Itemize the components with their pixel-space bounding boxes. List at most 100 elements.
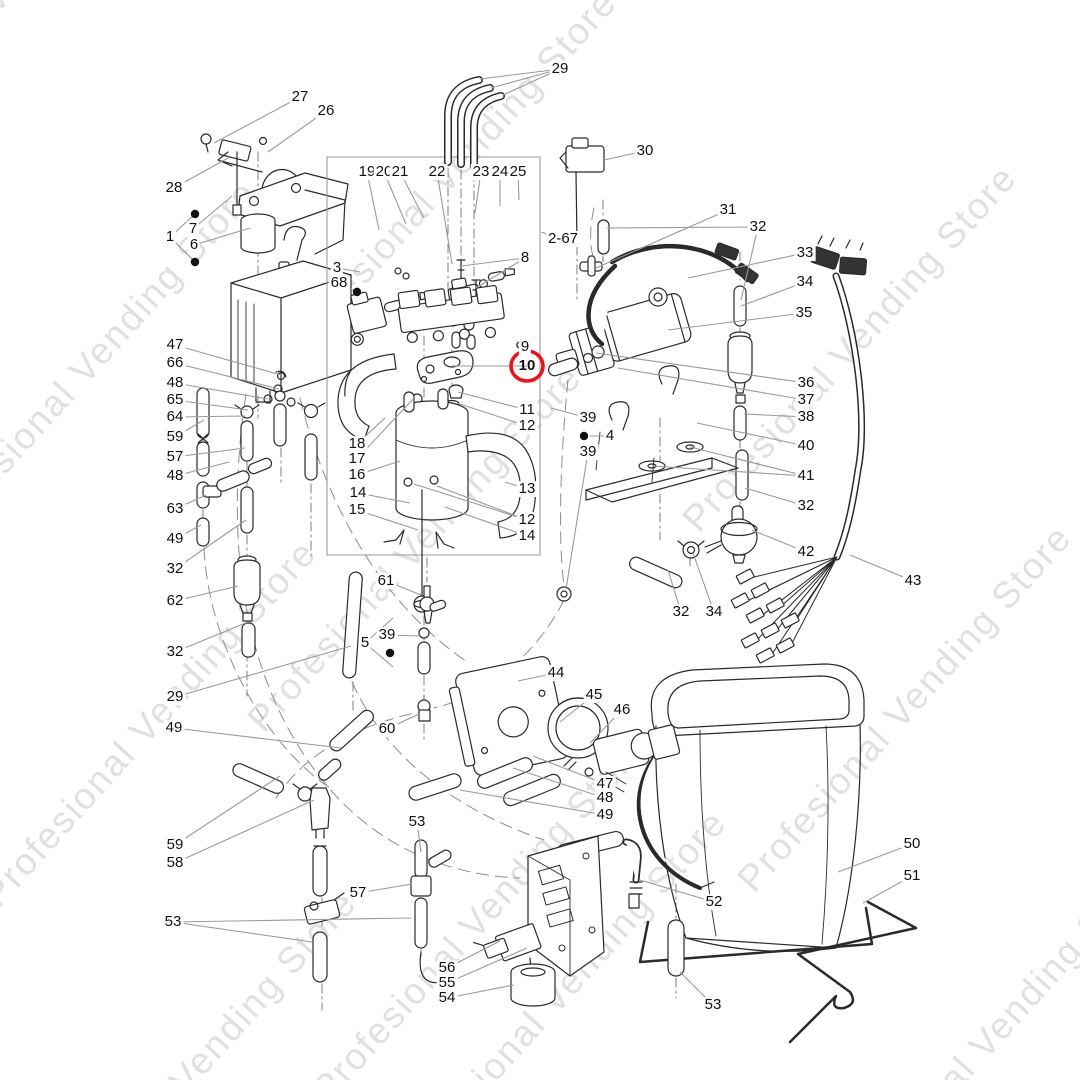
leader-line-53 — [416, 821, 422, 853]
leader-line-41 — [651, 465, 807, 477]
thermostat — [559, 137, 605, 244]
bullet-marker — [352, 287, 362, 297]
leader-line-59 — [174, 419, 205, 438]
silicone-tubes — [444, 76, 505, 171]
leader-line-5 — [364, 617, 394, 644]
leader-line-39 — [565, 451, 589, 590]
injector-column — [417, 585, 447, 722]
leader-line-13 — [504, 481, 528, 490]
leader-line-3 — [336, 267, 361, 273]
bracket-assembly — [200, 133, 268, 173]
bullet-marker — [190, 257, 200, 267]
leader-line-12 — [456, 402, 528, 427]
tube-53 — [667, 919, 685, 977]
level-switch — [473, 923, 556, 1007]
leader-line-51 — [862, 875, 913, 904]
leader-line-1 — [169, 213, 196, 238]
leader-line-66 — [174, 362, 280, 390]
leader-line-54 — [446, 984, 515, 999]
leader-line-34 — [692, 552, 715, 613]
leader-line-6 — [193, 227, 251, 246]
leader-line-47 — [174, 344, 282, 376]
leader-line-32 — [667, 569, 682, 613]
leader-line-31 — [595, 209, 729, 269]
leader-line-42 — [751, 529, 807, 553]
leader-line-12 — [413, 483, 528, 521]
leader-line-57 — [174, 447, 246, 458]
bucket — [636, 663, 865, 952]
bottom-tubes — [408, 757, 643, 909]
leader-line-35 — [667, 312, 805, 331]
leader-line-15 — [356, 509, 419, 531]
leader-line-18 — [356, 417, 386, 445]
leader-line-48 — [512, 767, 606, 799]
leader-line-2-67 — [540, 231, 564, 240]
leader-line-20 — [383, 171, 407, 225]
leader-line-41 — [689, 446, 807, 477]
leader-line-16 — [356, 460, 401, 476]
leader-line-30 — [603, 150, 646, 161]
leader-line-40 — [696, 422, 807, 447]
leader-line-55 — [446, 947, 528, 984]
leader-line-14 — [444, 506, 528, 537]
leader-line-39 — [386, 634, 421, 637]
leader-line-49 — [459, 789, 606, 816]
wire-stand — [638, 900, 918, 1044]
leader-line-53 — [172, 917, 412, 923]
leader-line-32 — [744, 487, 807, 507]
leader-line-32 — [174, 519, 247, 570]
pump-assembly — [547, 219, 759, 377]
leader-line-29 — [490, 68, 561, 89]
leader-line-32 — [174, 621, 249, 653]
leader-line-43 — [849, 554, 914, 582]
leader-line-22 — [436, 171, 453, 265]
leader-line-52 — [639, 879, 715, 903]
leader-line-27 — [213, 96, 301, 144]
leader-line-39 — [550, 407, 589, 419]
leader-line-37 — [617, 367, 807, 401]
bullet-marker — [190, 209, 200, 219]
leader-line-23 — [474, 171, 482, 214]
leader-line-29 — [174, 645, 352, 698]
leader-line-33 — [687, 252, 806, 279]
leader-line-7 — [192, 195, 233, 230]
y-fitting-group — [232, 709, 452, 984]
bullet-marker — [385, 648, 395, 658]
leader-line-17 — [356, 397, 415, 460]
leader-line-47 — [532, 755, 606, 785]
solenoid-valve-group — [346, 259, 524, 350]
leader-line-34 — [740, 281, 806, 307]
elbow-fitting — [556, 586, 572, 602]
leader-line-46 — [589, 709, 623, 744]
leader-line-63 — [174, 494, 207, 510]
dispenser-group — [448, 656, 681, 793]
leader-line-49 — [173, 727, 342, 749]
leader-line-14 — [357, 492, 411, 504]
leader-line-38 — [743, 413, 807, 418]
leader-line-8 — [475, 257, 526, 289]
leader-line-48 — [174, 382, 269, 400]
leader-line-19 — [366, 171, 380, 231]
leader-line-59 — [174, 775, 281, 846]
leader-line-29 — [479, 68, 561, 80]
leader-line-12 — [436, 485, 528, 521]
leader-line-57 — [357, 883, 413, 894]
leader-line-65 — [174, 399, 249, 411]
leader-line-9 — [519, 344, 526, 348]
leader-line-50 — [837, 843, 913, 873]
tube-clamp-pair — [629, 540, 705, 589]
leader-line-61 — [385, 580, 422, 596]
leader-line-68 — [338, 282, 356, 292]
leader-line-45 — [559, 694, 595, 723]
leader-line-48 — [174, 461, 230, 477]
leader-line-64 — [174, 415, 246, 418]
leader-line-44 — [517, 672, 557, 682]
leader-line-26 — [267, 110, 327, 153]
cable-harness — [730, 235, 867, 664]
leader-line-32 — [740, 226, 759, 301]
leader-line-58 — [174, 799, 315, 864]
leader-line-36 — [595, 352, 807, 384]
